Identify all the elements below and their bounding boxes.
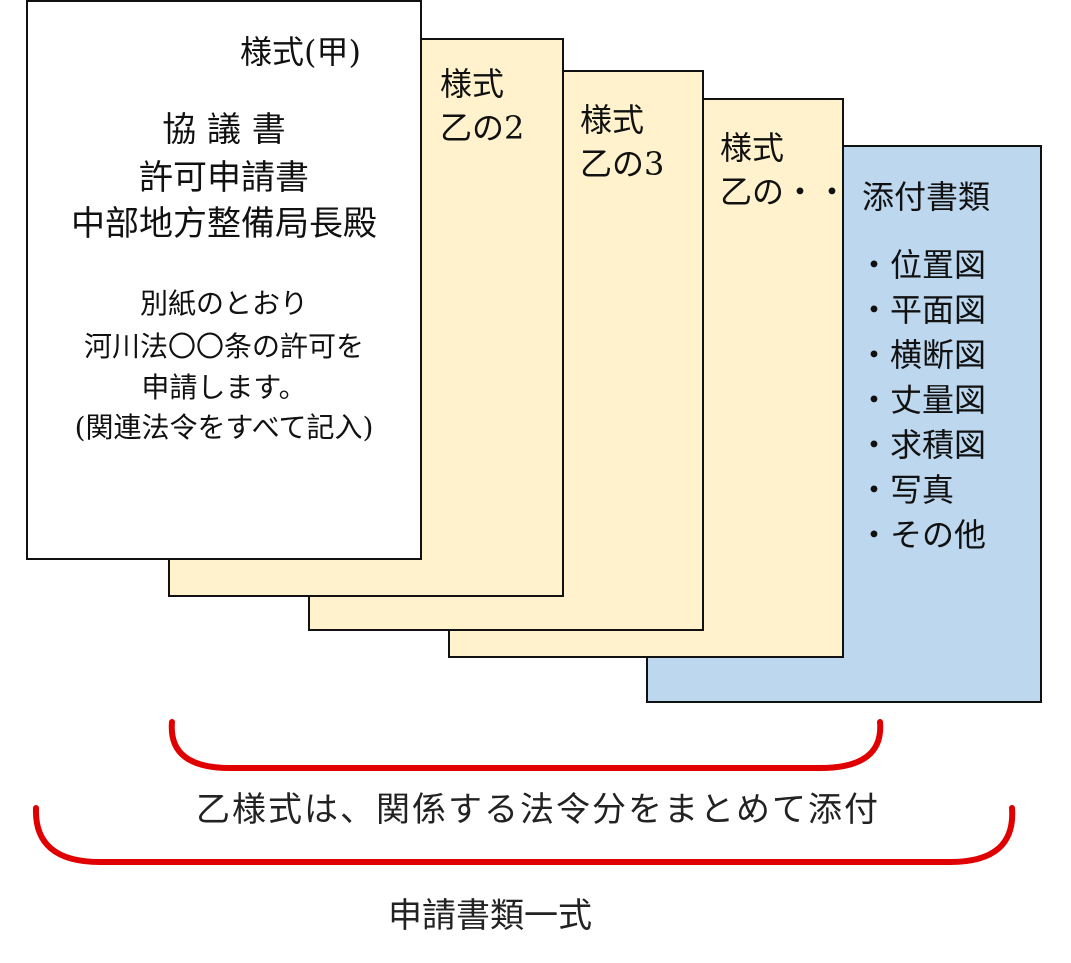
otsu-group-bracket — [168, 719, 884, 771]
ko-heading-permit-application: 許可申請書 — [139, 158, 309, 198]
ko-body-line: 申請します。 — [141, 371, 307, 404]
attachment-item-survey-map: ・丈量図 — [858, 381, 987, 419]
full-set-caption: 申請書類一式 — [388, 896, 592, 936]
attachment-item-other: ・その他 — [858, 516, 987, 554]
ko-form-sheet: 様式(甲) 協 議 書 許可申請書 中部地方整備局長殿 別紙のとおり 河川法〇〇… — [26, 0, 422, 560]
otsu-form-label-line1: 様式 — [580, 101, 645, 139]
ko-body-line: (関連法令をすべて記入) — [74, 411, 374, 444]
otsu-form-label-line2: 乙の・・ — [720, 173, 849, 211]
attachment-title: 添付書類 — [862, 178, 991, 216]
attachment-item-location-map: ・位置図 — [858, 246, 987, 284]
ko-body-line: 河川法〇〇条の許可を — [83, 330, 364, 363]
ko-form-label: 様式(甲) — [240, 33, 361, 71]
full-set-bracket — [32, 805, 1016, 865]
attachment-item-photos: ・写真 — [858, 471, 955, 509]
attachment-list: ・位置図 ・平面図 ・横断図 ・丈量図 ・求積図 ・写真 ・その他 — [858, 243, 986, 558]
otsu-form-label-line2: 乙の3 — [580, 145, 665, 183]
ko-body-line: 別紙のとおり — [139, 287, 308, 320]
attachment-item-plan-view: ・平面図 — [858, 291, 987, 329]
ko-heading-consultation: 協 議 書 — [162, 110, 286, 150]
ko-heading-addressee: 中部地方整備局長殿 — [71, 204, 377, 244]
attachment-item-cross-section: ・横断図 — [858, 336, 987, 374]
otsu-form-label-line1: 様式 — [440, 65, 505, 103]
otsu-form-label-line2: 乙の2 — [440, 109, 525, 147]
otsu-form-label-line1: 様式 — [720, 129, 785, 167]
otsu-group-caption: 乙様式は、関係する法令分をまとめて添付 — [196, 790, 880, 830]
attachment-item-area-calc: ・求積図 — [858, 426, 987, 464]
